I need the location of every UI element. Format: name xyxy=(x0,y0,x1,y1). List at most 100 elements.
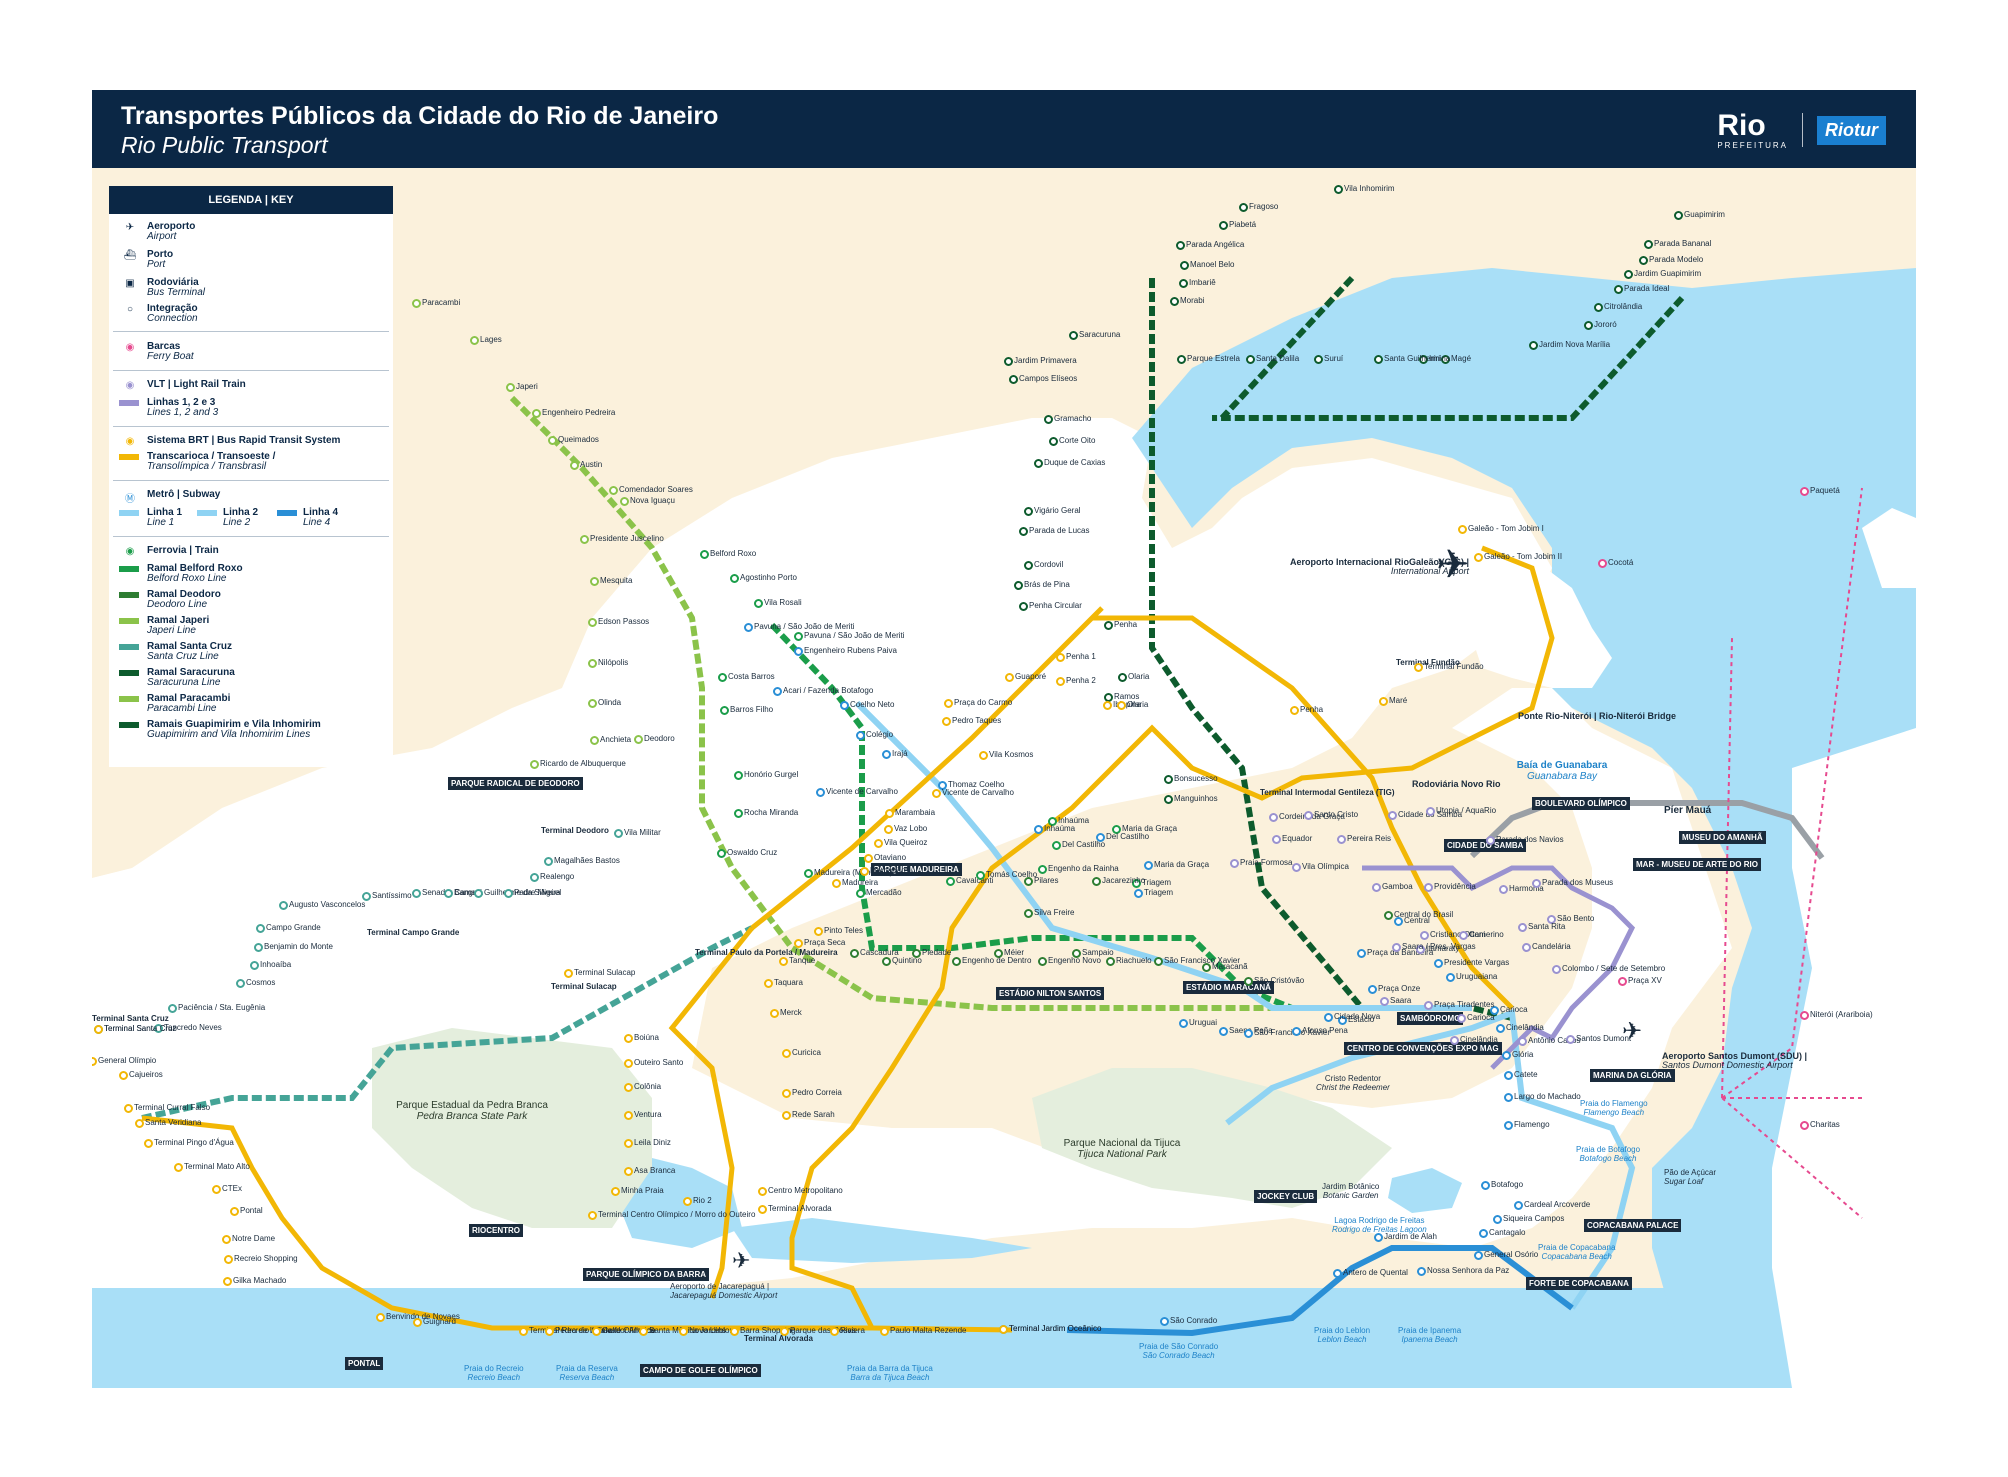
station-label: Pinto Teles xyxy=(824,926,863,935)
station-marker xyxy=(1547,915,1556,924)
station-label: São Cristóvão xyxy=(1254,976,1305,985)
legend-sublabel: Saracuruna Line xyxy=(147,677,221,688)
station-marker xyxy=(1118,673,1127,682)
station-marker xyxy=(119,1071,128,1080)
station-label: Engenheiro Rubens Paiva xyxy=(804,646,897,655)
station-marker xyxy=(590,577,599,586)
station-marker xyxy=(1392,943,1401,952)
station-marker xyxy=(1474,553,1483,562)
beach-name-en: Botafogo Beach xyxy=(1579,1154,1637,1163)
station-label: Afonso Pena xyxy=(1302,1026,1348,1035)
tag-mar: MAR - MUSEU DE ARTE DO RIO xyxy=(1633,858,1761,871)
station-label: Santa Dalila xyxy=(1256,354,1300,363)
legend-divider xyxy=(113,331,389,332)
station-marker xyxy=(718,673,727,682)
station-label: Gamboa xyxy=(1382,882,1413,891)
station-label: General Osório xyxy=(1484,1250,1539,1259)
station-label: Maria da Graça xyxy=(1154,860,1210,869)
station-label: Parada dos Museus xyxy=(1542,878,1614,887)
station-label: Antônio Carlos xyxy=(1528,1036,1581,1045)
station-label: Tomás Coelho xyxy=(986,870,1038,879)
station-label: Rede Sarah xyxy=(792,1110,835,1119)
station-marker xyxy=(444,889,453,898)
station-marker xyxy=(620,497,629,506)
station-label: Jororó xyxy=(1594,320,1617,329)
brt-transoeste-line xyxy=(141,1115,1013,1333)
station-label: Ibiapina xyxy=(1113,700,1142,709)
station-label: Siqueira Campos xyxy=(1503,1214,1565,1223)
station-label: Riviera xyxy=(840,1326,865,1335)
paqueta-island xyxy=(1862,508,1916,588)
station-label: Paulo Malta Rezende xyxy=(890,1326,967,1335)
terminal-madureira-label: Terminal Paulo da Portela / Madureira xyxy=(695,948,838,957)
legend-label: Rodoviária xyxy=(147,277,199,288)
park-name: Parque Estadual da Pedra Branca xyxy=(396,1100,548,1111)
station-label: Vila Queiroz xyxy=(884,838,928,847)
station-label: Presidente Vargas xyxy=(1444,958,1510,967)
station-label: Terminal Curral Falso xyxy=(134,1103,211,1112)
station-label: Parada de Lucas xyxy=(1029,526,1090,535)
airport-name-en: Jacarepaguá Domestic Airport xyxy=(670,1291,778,1300)
place-name: Lagoa Rodrigo de Freitas xyxy=(1334,1216,1425,1225)
station-marker xyxy=(1117,701,1126,710)
legend-sublabel: Guapimirim and Vila Inhomirim Lines xyxy=(147,729,311,740)
logo-divider xyxy=(1802,113,1803,147)
ponte-label: Ponte Rio-Niterói | Rio-Niterói Bridge xyxy=(1518,711,1677,721)
station-marker xyxy=(1219,221,1228,230)
terminal-deodoro-label: Terminal Deodoro xyxy=(541,826,609,835)
station-marker xyxy=(1504,1071,1513,1080)
station-label: Bonsucesso xyxy=(1174,774,1218,783)
station-marker xyxy=(1424,883,1433,892)
vlt-icon: ◉ xyxy=(125,380,135,391)
station-label: Ventura xyxy=(634,1110,662,1119)
place-name-en: Rodrigo de Freitas Lagoon xyxy=(1332,1225,1427,1234)
station-label: Parada Bananal xyxy=(1654,239,1712,248)
station-label: Riachuelo xyxy=(1116,956,1152,965)
station-label: Magalhães Bastos xyxy=(554,856,620,865)
legend-divider xyxy=(113,480,389,481)
station-label: Mesquita xyxy=(600,576,633,585)
station-label: Curicica xyxy=(792,1048,821,1057)
place-name-en: Christ the Redeemer xyxy=(1316,1083,1390,1092)
station-marker xyxy=(1458,525,1467,534)
station-label: Jardim Guapimirim xyxy=(1634,269,1702,278)
station-marker xyxy=(944,699,953,708)
station-label: Jardim Nova Marília xyxy=(1539,340,1611,349)
station-label: Santo Cristo xyxy=(1314,810,1359,819)
station-marker xyxy=(840,701,849,710)
station-label: Paciência / Sta. Eugênia xyxy=(178,1003,266,1012)
station-label: Realengo xyxy=(540,872,575,881)
station-label: Ricardo de Albuquerque xyxy=(540,759,626,768)
station-label: Santa Rita xyxy=(1528,922,1566,931)
station-label: Cajueiros xyxy=(129,1070,163,1079)
station-label: Vila Inhomirim xyxy=(1344,184,1395,193)
station-marker xyxy=(1179,1019,1188,1028)
station-label: Boiúna xyxy=(634,1033,659,1042)
station-marker xyxy=(1324,1013,1333,1022)
legend-label: Ramal Paracambi xyxy=(147,693,231,704)
station-marker xyxy=(754,599,763,608)
legend-sublabel: Lines 1, 2 and 3 xyxy=(147,407,219,418)
airport-name: Aeroporto de Jacarepaguá | xyxy=(670,1282,770,1291)
legend-label: VLT | Light Rail Train xyxy=(147,379,246,390)
legend-label: Ferrovia | Train xyxy=(147,545,219,556)
station-marker xyxy=(588,618,597,627)
station-label: Mercadão xyxy=(866,888,902,897)
ramal-japeri-line xyxy=(509,395,1472,1011)
station-marker xyxy=(994,949,1003,958)
station-label: Triagem xyxy=(1142,878,1172,887)
station-label: Magé xyxy=(1451,354,1472,363)
legend-label: Sistema BRT | Bus Rapid Transit System xyxy=(147,435,341,446)
station-marker xyxy=(764,979,773,988)
legend-label: Aeroporto xyxy=(147,221,196,232)
station-marker xyxy=(1246,355,1255,364)
station-label: Inhaúma xyxy=(1058,816,1090,825)
station-label: Otaviano xyxy=(874,853,907,862)
station-marker xyxy=(1481,1181,1490,1190)
station-marker xyxy=(730,574,739,583)
station-marker xyxy=(782,1089,791,1098)
ramal-santa-cruz-line xyxy=(141,925,754,1121)
station-marker xyxy=(1566,1035,1575,1044)
station-marker xyxy=(1048,817,1057,826)
